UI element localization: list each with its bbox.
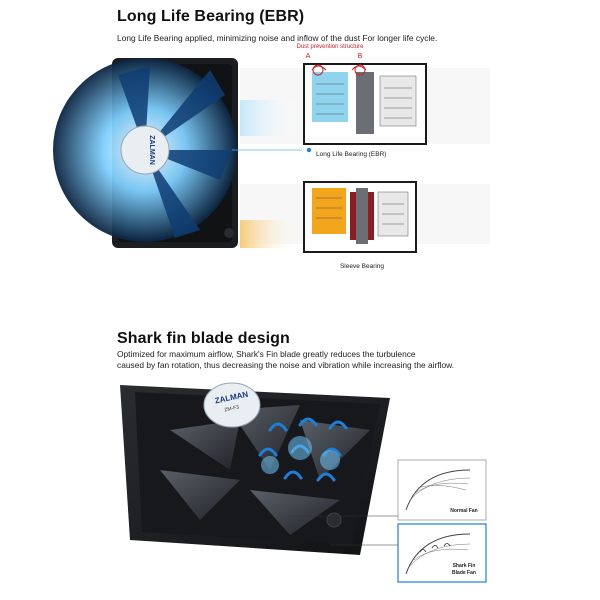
- fan-brand-label: ZALMAN: [148, 135, 155, 165]
- dust-prevention-label: Dust prevention structure: [296, 44, 364, 50]
- fan-image-shark-fin: ZALMAN ZM-F3: [120, 382, 390, 555]
- ebr-diagram: [240, 63, 490, 153]
- shark-fin-figure: ZALMAN ZM-F3 Normal Fan: [120, 382, 487, 583]
- label-b: B: [358, 53, 363, 60]
- section2-description: Optimized for maximum airflow, Shark's F…: [117, 349, 537, 371]
- shark-label-line2: Blade Fan: [452, 570, 476, 576]
- section1-description: Long Life Bearing applied, minimizing no…: [117, 33, 438, 43]
- fan-image-ebr: ZALMAN: [53, 58, 238, 248]
- shark-fin-inset: [397, 523, 487, 583]
- fan-model-label: ZM-F3: [224, 405, 240, 414]
- normal-fan-inset: [397, 459, 487, 521]
- sleeve-diagram: [240, 181, 490, 253]
- section2-description-line1: Optimized for maximum airflow, Shark's F…: [117, 349, 416, 359]
- section2-title: Shark fin blade design: [117, 330, 290, 347]
- sleeve-label: Sleeve Bearing: [340, 263, 384, 270]
- section1-title: Long Life Bearing (EBR): [117, 8, 305, 25]
- label-a: A: [306, 53, 311, 60]
- shark-label-line1: Shark Fin: [453, 563, 476, 569]
- section2-description-line2: caused by fan rotation, thus decreasing …: [117, 360, 455, 370]
- bearing-figure: ZALMAN Dust prevention structure A B Lon…: [53, 44, 490, 270]
- normal-fan-label: Normal Fan: [450, 508, 478, 514]
- ebr-label: Long Life Bearing (EBR): [316, 151, 386, 158]
